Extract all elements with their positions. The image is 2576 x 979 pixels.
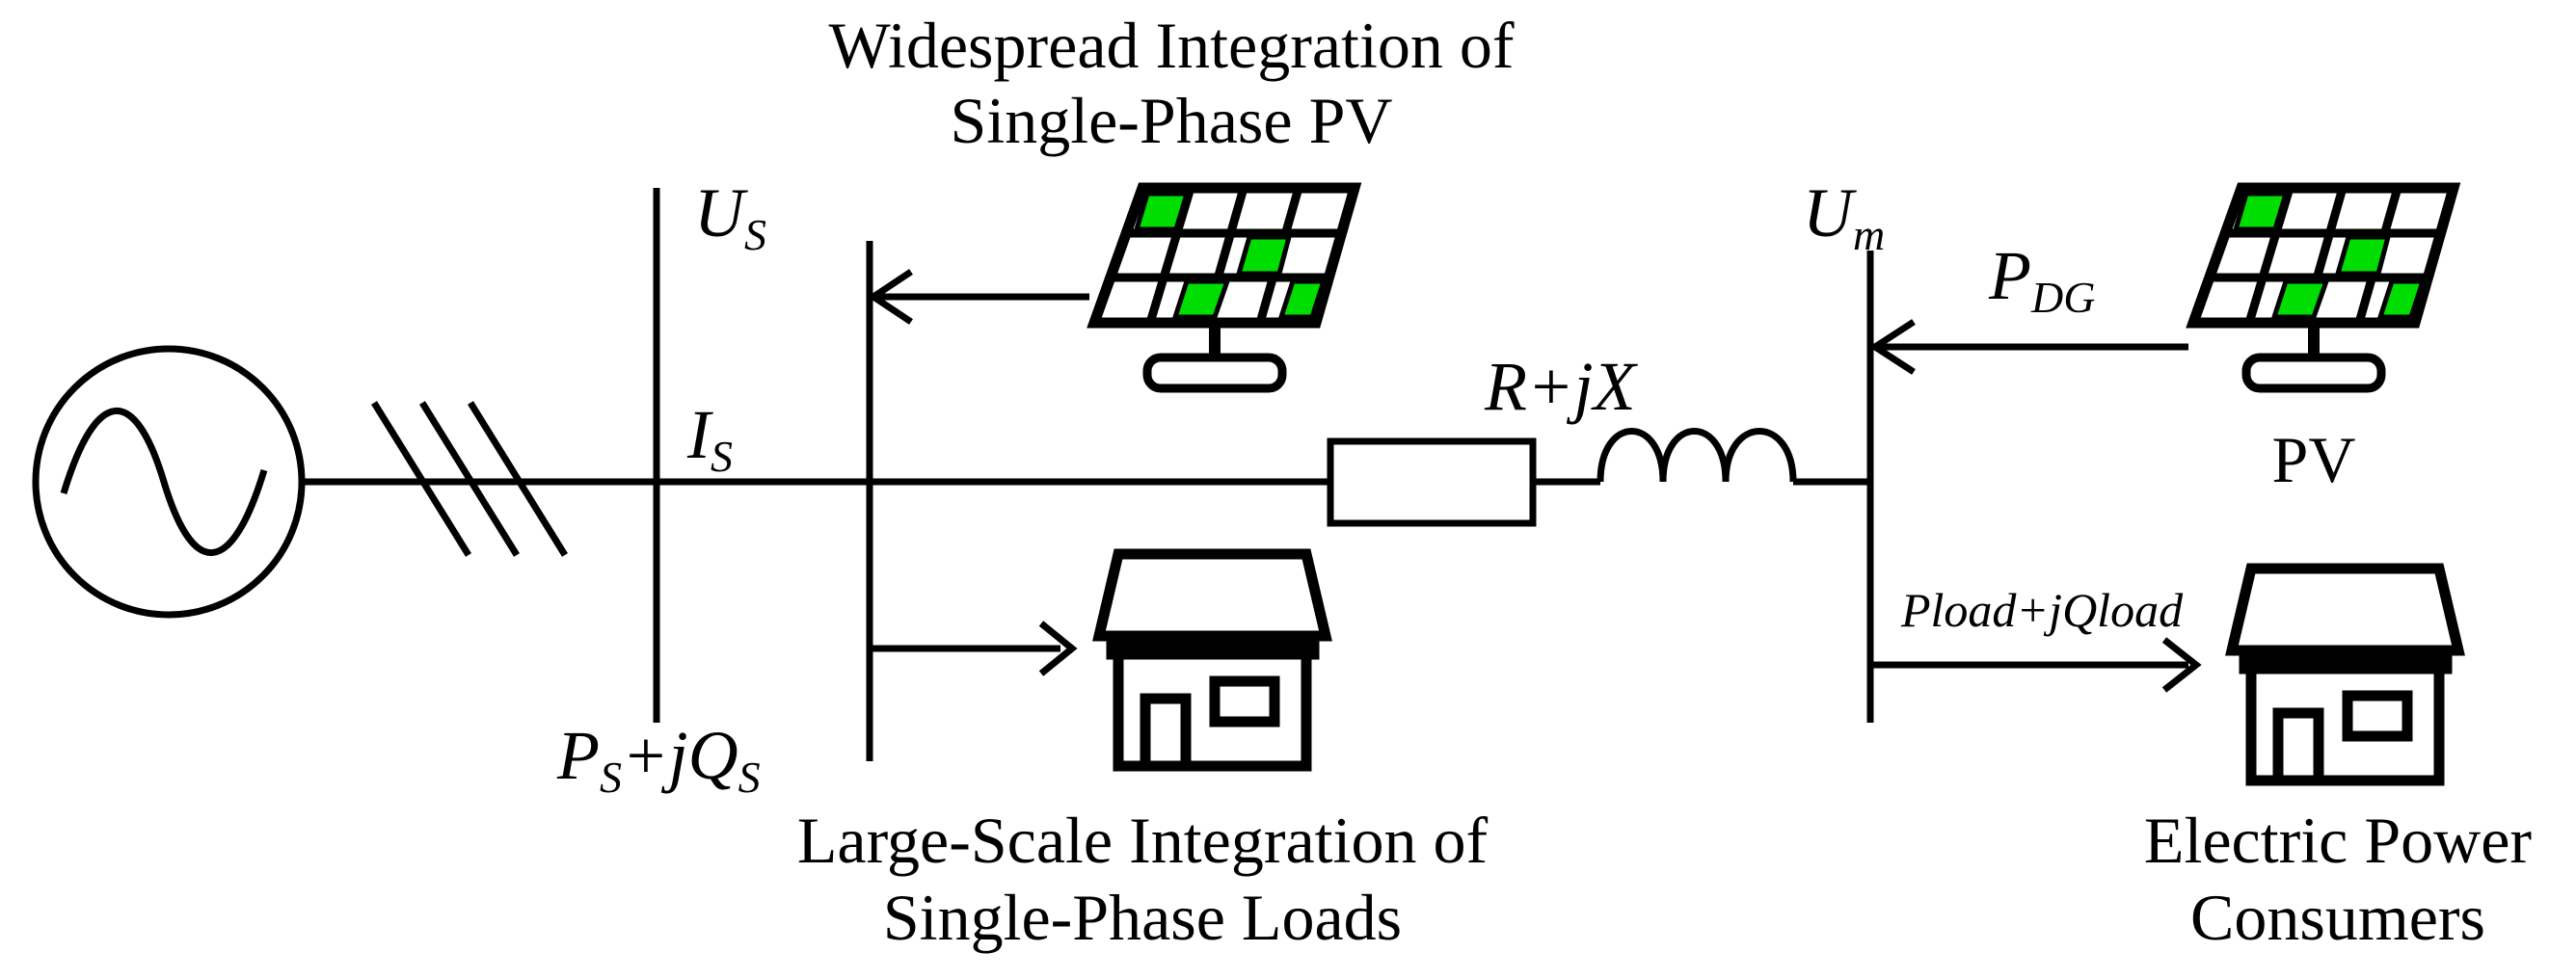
resistor-icon (1327, 437, 1537, 527)
house-icon (1092, 548, 1332, 772)
load-power-label: Pload+jQload (1900, 583, 2184, 637)
solar-panel-icon (1087, 182, 1362, 393)
us-label: US (694, 174, 766, 259)
is-label: IS (686, 396, 733, 481)
consumers-caption-line2: Consumers (2190, 881, 2485, 954)
impedance-label: R+jX (1484, 348, 1639, 425)
loads-caption-line1: Large-Scale Integration of (797, 804, 1489, 877)
pdg-label: PDG (1988, 237, 2095, 322)
consumer-load-arrow (1870, 637, 2202, 693)
consumers-caption-line1: Electric Power (2144, 804, 2533, 877)
solar-panel-icon (2186, 182, 2461, 393)
pv-top-caption-line1: Widespread Integration of (829, 9, 1515, 82)
house-icon (2225, 563, 2465, 786)
pv-top-caption-line2: Single-Phase PV (951, 84, 1393, 157)
um-label: Um (1803, 174, 1885, 259)
ac-source-icon (32, 345, 306, 619)
loads-caption-line2: Single-Phase Loads (883, 881, 1402, 954)
pv-right-label: PV (2272, 423, 2356, 496)
inductor-icon (1597, 428, 1797, 483)
three-phase-marks (371, 401, 568, 557)
load-arrow (870, 621, 1078, 676)
ps-qs-label: PS+jQS (556, 717, 761, 802)
pdg-arrow (1868, 319, 2188, 375)
pv-injection-arrow (867, 269, 1089, 325)
